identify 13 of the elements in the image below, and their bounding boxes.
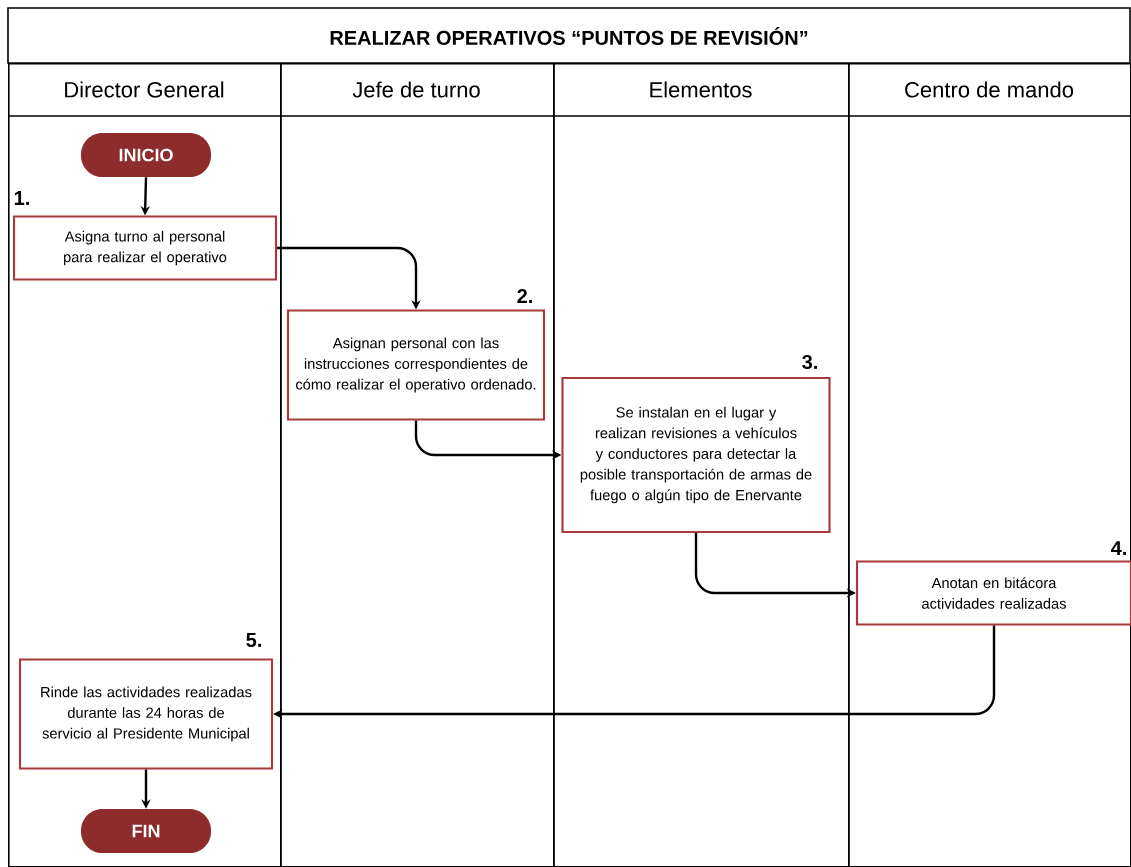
step-number: 3. (802, 354, 817, 370)
process-box: Asigna turno al personal para realizar el operativo (12, 215, 278, 281)
terminal-pill: INICIO (81, 133, 211, 177)
step-number: 2. (517, 289, 532, 303)
process-box: Rinde las actividades realizadas durante las 24 horas de servicio al Presidente Municipal (18, 658, 274, 770)
step-number: 5. (246, 633, 261, 647)
title-bar: REALIZAR OPERATIVOS “PUNTOS DE REVISIÓN” (7, 7, 1131, 64)
step-number: 1. (14, 191, 29, 205)
terminal-pill: FIN (81, 809, 211, 853)
process-box: Se instalan en el lugar y realizan revisiones a vehículos y conductores para detectar la posible transportación de armas de fuego o algún tipo de Enervante (561, 376, 831, 534)
process-box: Asignan personal con las instrucciones correspondientes de cómo realizar el operativo ordenado. (286, 309, 546, 421)
process-box: Anotan en bitácora actividades realizadas (855, 560, 1131, 626)
step-number: 4. (1110, 541, 1126, 555)
